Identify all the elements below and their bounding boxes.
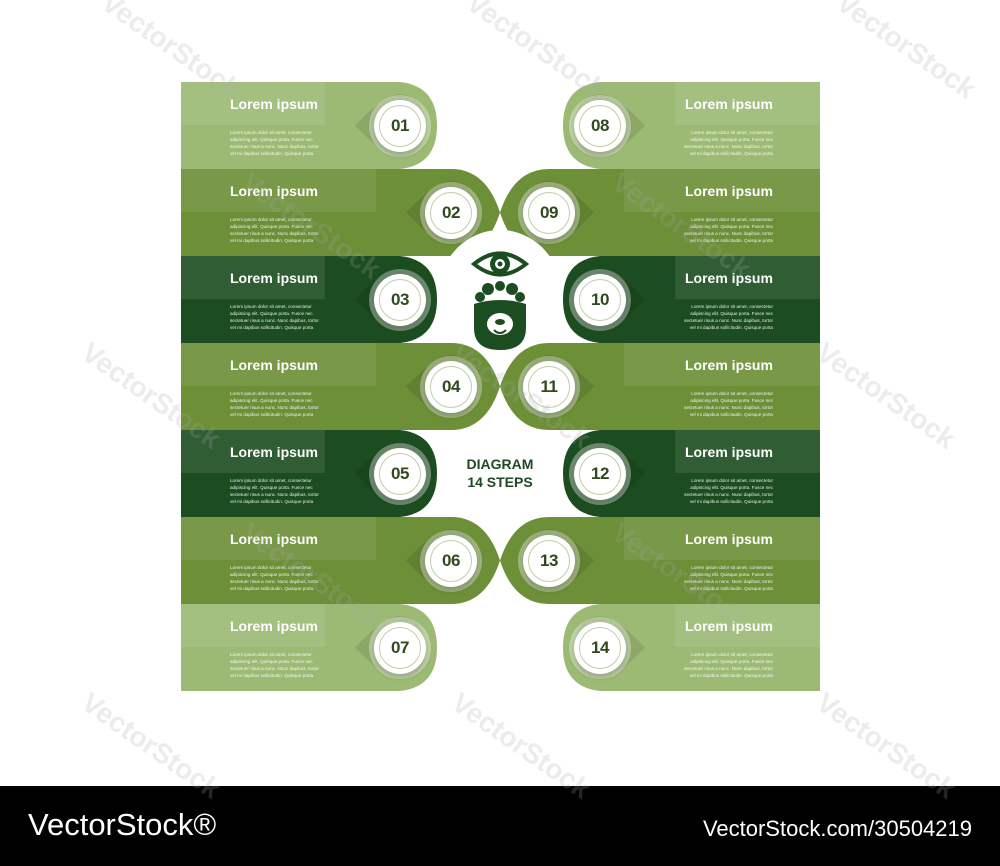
step-number: 10 xyxy=(591,289,609,309)
step-title: Lorem ipsum xyxy=(685,357,773,373)
badge-ring xyxy=(379,104,421,147)
badge-ring xyxy=(579,278,621,321)
caption-line-1: DIAGRAM xyxy=(466,456,534,472)
step-description: Lorem ipsum dolor sit amet, consectetur … xyxy=(684,565,773,591)
step-title: Lorem ipsum xyxy=(230,183,318,199)
step-number-badge: 11 xyxy=(523,360,575,413)
step-title: Lorem ipsum xyxy=(230,96,318,112)
badge-ring xyxy=(579,104,621,147)
step-number-badge: 07 xyxy=(374,621,426,674)
badge-ring xyxy=(379,278,421,321)
badge-ring xyxy=(528,539,570,582)
step-description: Lorem ipsum dolor sit amet, consectetur … xyxy=(684,652,773,678)
step-description: Lorem ipsum dolor sit amet, consectetur … xyxy=(684,217,773,243)
step-description: Lorem ipsum dolor sit amet, consectetur … xyxy=(684,130,773,156)
step-number: 07 xyxy=(391,637,409,657)
step-description: Lorem ipsum dolor sit amet, consectetur … xyxy=(230,217,319,243)
badge-ring xyxy=(430,539,472,582)
badge-ring xyxy=(579,452,621,495)
step-number-badge: 09 xyxy=(523,186,575,239)
lion-head-icon xyxy=(474,281,526,350)
step-description: Lorem ipsum dolor sit amet, consectetur … xyxy=(230,130,319,156)
footer-url: VectorStock.com/30504219 xyxy=(702,816,972,841)
badge-ring xyxy=(379,452,421,495)
step-description: Lorem ipsum dolor sit amet, consectetur … xyxy=(230,304,319,330)
step-number-badge: 01 xyxy=(374,99,426,152)
step-title: Lorem ipsum xyxy=(685,531,773,547)
step-number: 04 xyxy=(442,376,460,396)
step-number-badge: 05 xyxy=(374,447,426,500)
diagram-caption: DIAGRAM 14 STEPS xyxy=(440,455,560,491)
badge-ring xyxy=(579,626,621,669)
step-description: Lorem ipsum dolor sit amet, consectetur … xyxy=(684,304,773,330)
step-number-badge: 10 xyxy=(574,273,626,326)
step-number: 08 xyxy=(591,115,609,135)
watermark-text: VectorStock xyxy=(831,0,982,105)
badge-ring xyxy=(430,365,472,408)
step-description: Lorem ipsum dolor sit amet, consectetur … xyxy=(684,478,773,504)
badge-ring xyxy=(528,365,570,408)
step-number-badge: 08 xyxy=(574,99,626,152)
step-number: 11 xyxy=(540,376,558,396)
step-description: Lorem ipsum dolor sit amet, consectetur … xyxy=(230,652,319,678)
badge-ring xyxy=(379,626,421,669)
step-title: Lorem ipsum xyxy=(230,357,318,373)
step-description: Lorem ipsum dolor sit amet, consectetur … xyxy=(230,391,319,417)
step-number: 09 xyxy=(540,202,558,222)
step-number: 03 xyxy=(391,289,409,309)
step-number-badge: 13 xyxy=(523,534,575,587)
step-number: 01 xyxy=(391,115,409,135)
step-number: 12 xyxy=(591,463,609,483)
badge-ring xyxy=(430,191,472,234)
step-number-badge: 14 xyxy=(574,621,626,674)
watermark-text: VectorStock xyxy=(811,336,962,455)
step-title: Lorem ipsum xyxy=(230,444,318,460)
footer-bar: VectorStock® VectorStock.com/30504219 xyxy=(0,786,1000,866)
step-title: Lorem ipsum xyxy=(685,618,773,634)
step-number: 02 xyxy=(442,202,460,222)
step-description: Lorem ipsum dolor sit amet, consectetur … xyxy=(684,391,773,417)
step-description: Lorem ipsum dolor sit amet, consectetur … xyxy=(230,565,319,591)
step-number-badge: 02 xyxy=(425,186,477,239)
badge-ring xyxy=(528,191,570,234)
step-number: 14 xyxy=(591,637,609,657)
step-number-badge: 12 xyxy=(574,447,626,500)
step-number: 05 xyxy=(391,463,409,483)
step-title: Lorem ipsum xyxy=(685,444,773,460)
step-title: Lorem ipsum xyxy=(230,618,318,634)
step-title: Lorem ipsum xyxy=(685,270,773,286)
step-number-badge: 03 xyxy=(374,273,426,326)
step-description: Lorem ipsum dolor sit amet, consectetur … xyxy=(230,478,319,504)
step-number-badge: 04 xyxy=(425,360,477,413)
footer-brand: VectorStock® xyxy=(28,807,217,842)
step-title: Lorem ipsum xyxy=(685,96,773,112)
step-title: Lorem ipsum xyxy=(230,531,318,547)
step-title: Lorem ipsum xyxy=(230,270,318,286)
step-number: 06 xyxy=(442,550,460,570)
eye-icon xyxy=(470,251,530,277)
step-title: Lorem ipsum xyxy=(685,183,773,199)
step-number: 13 xyxy=(540,550,558,570)
caption-line-2: 14 STEPS xyxy=(467,474,533,490)
step-number-badge: 06 xyxy=(425,534,477,587)
